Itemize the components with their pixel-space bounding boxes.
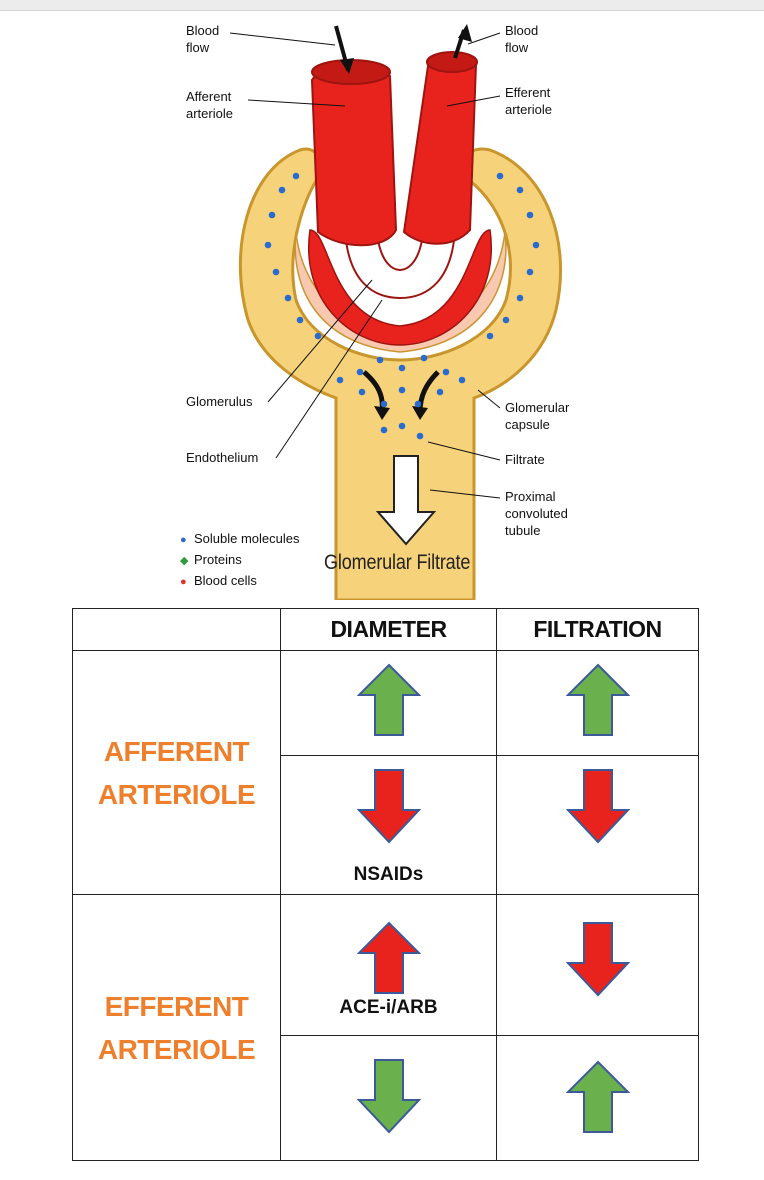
legend-item-blood-cells: ●Blood cells — [180, 570, 300, 591]
efferent-opening — [426, 51, 478, 73]
soluble-molecule — [398, 364, 406, 372]
green-down-arrow-icon — [356, 1059, 421, 1134]
leader-filtrate — [427, 441, 501, 461]
soluble-molecule-marker: ● — [180, 534, 187, 546]
leader-efferent — [446, 95, 501, 107]
soluble-molecule — [314, 332, 322, 340]
drug-label-ace-i-arb: ACE-i/ARB — [339, 997, 438, 1018]
glomerular-filtrate-label: Glomerular Filtrate — [324, 551, 471, 574]
soluble-molecule — [486, 332, 494, 340]
table-row — [73, 1035, 699, 1161]
header-filtration: FILTRATION — [496, 608, 699, 651]
leader-blood-flow-in — [229, 32, 336, 46]
red-down-arrow-icon — [356, 769, 421, 844]
green-up-arrow-icon — [356, 663, 421, 736]
soluble-molecule — [458, 376, 466, 384]
soluble-molecule — [516, 186, 524, 194]
blood-cell-marker: ● — [180, 576, 187, 588]
cell-efferent-diameter-down — [280, 1035, 497, 1161]
leader-glomerulus — [267, 279, 373, 403]
soluble-molecule — [380, 426, 388, 434]
label-glomerulus: Glomerulus — [186, 394, 253, 409]
leader-pct — [429, 489, 501, 499]
table-row: NSAIDs — [73, 755, 699, 895]
red-down-arrow-icon — [565, 922, 630, 997]
soluble-molecule — [380, 400, 388, 408]
cell-afferent-filtration-up — [496, 650, 699, 756]
label-filtrate: Filtrate — [505, 452, 545, 467]
soluble-molecule — [526, 268, 534, 276]
soluble-molecule — [496, 172, 504, 180]
table-header-row: DIAMETER FILTRATION — [72, 608, 699, 651]
soluble-molecules — [264, 172, 540, 440]
soluble-molecule — [336, 376, 344, 384]
soluble-molecule — [442, 368, 450, 376]
soluble-molecule — [264, 241, 272, 249]
green-up-arrow-icon — [565, 663, 630, 736]
glomerular-filtrate-arrow — [375, 455, 437, 546]
green-up-arrow-icon — [565, 1060, 630, 1133]
legend-item-soluble: ●Soluble molecules — [180, 528, 300, 549]
soluble-molecule — [376, 356, 384, 364]
soluble-molecule — [292, 172, 300, 180]
soluble-molecule — [516, 294, 524, 302]
cell-efferent-filtration-down — [496, 894, 699, 1036]
page-top-bar — [0, 0, 764, 11]
drug-label-nsaids: NSAIDs — [353, 864, 424, 885]
glomerulus-capillaries — [308, 229, 492, 346]
red-down-arrow-icon — [565, 769, 630, 844]
soluble-molecule — [416, 432, 424, 440]
soluble-molecule — [296, 316, 304, 324]
leader-capsule — [477, 389, 501, 409]
cell-efferent-filtration-up — [496, 1035, 699, 1161]
legend-item-proteins: ◆Proteins — [180, 549, 300, 570]
header-empty — [72, 608, 281, 651]
cell-efferent-diameter-up: ACE-i/ARB — [280, 894, 497, 1036]
protein-marker: ◆ — [180, 555, 189, 567]
soluble-molecule — [414, 400, 422, 408]
cell-afferent-diameter-down: NSAIDs — [280, 755, 497, 895]
diagram-legend: ●Soluble molecules ◆Proteins ●Blood cell… — [180, 528, 300, 591]
soluble-molecule — [356, 368, 364, 376]
soluble-molecule — [502, 316, 510, 324]
label-endothelium: Endothelium — [186, 450, 258, 465]
soluble-molecule — [420, 354, 428, 362]
soluble-molecule — [526, 211, 534, 219]
efferent-arteriole-vessel — [402, 54, 478, 245]
leader-blood-flow-out — [467, 32, 501, 45]
red-up-arrow-icon — [356, 921, 421, 994]
soluble-molecule — [398, 386, 406, 394]
cell-afferent-filtration-down — [496, 755, 699, 895]
afferent-arteriole-vessel — [310, 66, 398, 247]
soluble-molecule — [268, 211, 276, 219]
soluble-molecule — [436, 388, 444, 396]
header-diameter: DIAMETER — [280, 608, 497, 651]
cell-afferent-diameter-up — [280, 650, 497, 756]
leader-endothelium — [275, 299, 383, 459]
soluble-molecule — [532, 241, 540, 249]
soluble-molecule — [358, 388, 366, 396]
soluble-molecule — [278, 186, 286, 194]
soluble-molecule — [284, 294, 292, 302]
soluble-molecule — [398, 422, 406, 430]
soluble-molecule — [272, 268, 280, 276]
leader-afferent — [247, 99, 346, 107]
